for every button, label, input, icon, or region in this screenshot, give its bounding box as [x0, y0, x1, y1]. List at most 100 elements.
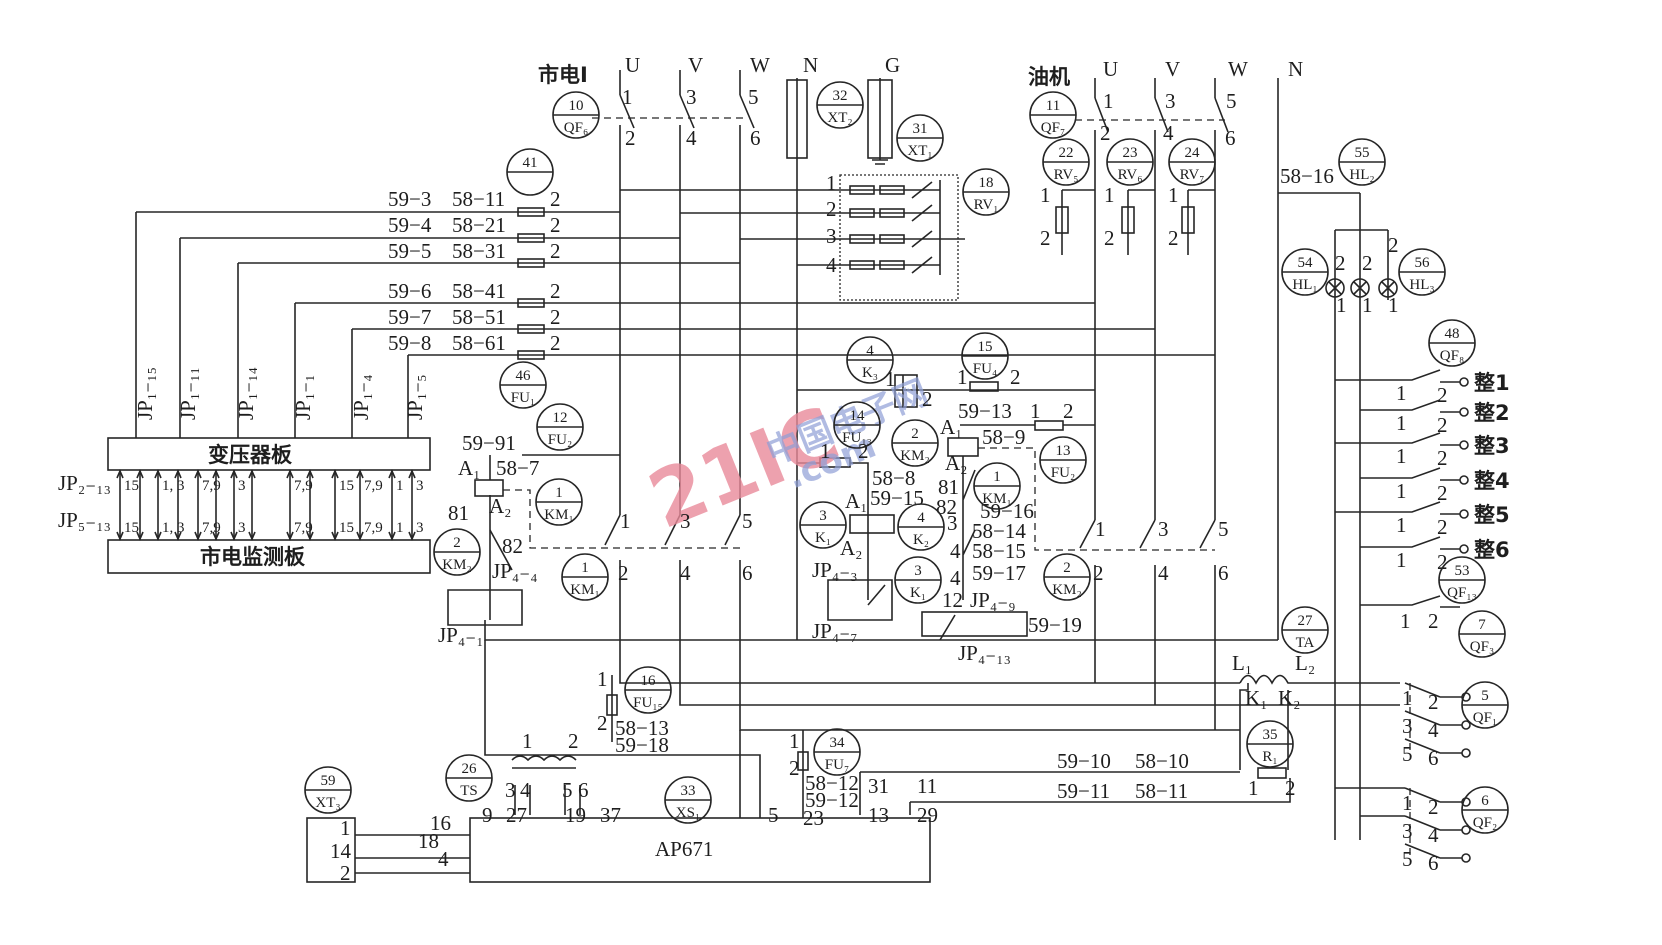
qf2-pin: 5 [1402, 847, 1413, 871]
wire-label: K₂ [1278, 686, 1301, 710]
wire-label: 6 [578, 778, 589, 802]
wire-label: 16 [430, 811, 451, 835]
wire-label: 4 [680, 561, 691, 585]
output-label[interactable]: 整3 [1474, 434, 1510, 458]
callout-number: 23 [1123, 145, 1138, 161]
board-pin-bottom: 3 [416, 520, 424, 536]
varistor-icon [879, 185, 905, 195]
terminal-icon [1461, 748, 1471, 758]
wire-label: 2 [1063, 399, 1074, 423]
qf2-pin: 2 [1428, 795, 1439, 819]
wire-label: 82 [502, 534, 523, 558]
wire-label: 2 [618, 561, 629, 585]
wire-label: 2 [858, 439, 869, 463]
wire-label: JP₁₋₁ [291, 374, 315, 420]
wire-label: 1 [620, 509, 631, 533]
callout-number: 46 [516, 368, 532, 384]
qf2-pin: 1 [1402, 791, 1413, 815]
wire-label: 58−14 [972, 519, 1026, 543]
pin-in-label: 1 [1396, 513, 1407, 537]
callout-number: 48 [1445, 326, 1460, 342]
wire-label: A₁ [845, 489, 868, 513]
wire-label: 2 [1362, 251, 1373, 275]
wire-label: 81 [448, 501, 469, 525]
terminal-icon [1459, 544, 1469, 554]
callout-k-3: 3K₁ [799, 501, 847, 549]
callout-number: 22 [1059, 145, 1074, 161]
callout-code: QF₁ [1473, 710, 1497, 726]
wire-label: 2 [1093, 561, 1104, 585]
wire-label: 3 [1158, 517, 1169, 541]
wire-label: 29 [917, 803, 938, 827]
callout-number: 13 [1056, 443, 1071, 459]
wire-label: 82 [936, 495, 957, 519]
wire-label: 27 [506, 803, 527, 827]
varistor-icon [879, 208, 905, 218]
output-label[interactable]: 整2 [1474, 401, 1510, 425]
board-pin-top: 7,9 [294, 478, 313, 494]
output-label[interactable]: 整4 [1474, 469, 1510, 493]
wire-label: 59−19 [1028, 613, 1082, 637]
pin-in-label: 1 [1396, 381, 1407, 405]
wire-label: 1 [597, 667, 608, 691]
output-label[interactable]: 整5 [1474, 503, 1510, 527]
board-pin-top: 3 [238, 478, 246, 494]
callout-number: 59 [321, 773, 336, 789]
board-pin-bottom: 15 [124, 520, 139, 536]
monitor-board-label: 市电监测板 [200, 545, 306, 569]
callout-code: QF₁₃ [1447, 585, 1477, 601]
callout-number: 14 [850, 408, 866, 424]
board-pin-bottom: 15 [339, 520, 354, 536]
qf2-pin: 4 [1428, 823, 1439, 847]
wire-label: 1 [1168, 183, 1179, 207]
callout-code: FU₄ [973, 361, 997, 377]
callout-code: R₁ [1262, 749, 1277, 765]
output-label[interactable]: 整1 [1474, 371, 1510, 395]
wire-label: 2 [340, 861, 351, 885]
wire-label: G [885, 53, 900, 77]
wire-label: JP₁₋₁₅ [133, 367, 157, 420]
callout-code: K₁ [910, 585, 926, 601]
wire-label: 11 [917, 774, 937, 798]
output-label[interactable]: 整6 [1474, 538, 1510, 562]
fuse-icon [517, 350, 545, 360]
wire-label: 4 [1158, 561, 1169, 585]
wire-label: 6 [1225, 126, 1236, 150]
wire-label: 2 [625, 126, 636, 150]
callout-code: XT₁ [907, 143, 932, 159]
wire-label: 13 [868, 803, 889, 827]
wire-label: 1 [622, 85, 633, 109]
callout-code: TS [460, 783, 478, 799]
wire-label: 3 [826, 224, 837, 248]
wire-label: 59−17 [972, 561, 1026, 585]
wire-label: 1 [826, 171, 837, 195]
callout-code: FU₁₅ [633, 695, 663, 711]
wire-label: 59−5 [388, 239, 431, 263]
callout-number: 1 [581, 560, 589, 576]
pin-in-label: 1 [1396, 548, 1407, 572]
callout-number: 4 [917, 510, 925, 526]
wire-label: JP₄₋₁ [438, 623, 484, 647]
terminal-icon [1459, 377, 1469, 387]
wire-label: N [803, 53, 818, 77]
callout-code: KM₂ [1052, 582, 1081, 598]
wire-label: 2 [1285, 776, 1296, 800]
callout-code: K₂ [913, 532, 929, 548]
callout-number: 3 [914, 563, 922, 579]
wire-label: JP₄₋₉ [970, 588, 1016, 612]
callout-code: FU₂ [1051, 465, 1075, 481]
callout-number: 11 [1046, 98, 1060, 114]
board-pin-bottom: 7,9 [364, 520, 383, 536]
wire-label: 2 [1168, 226, 1179, 250]
